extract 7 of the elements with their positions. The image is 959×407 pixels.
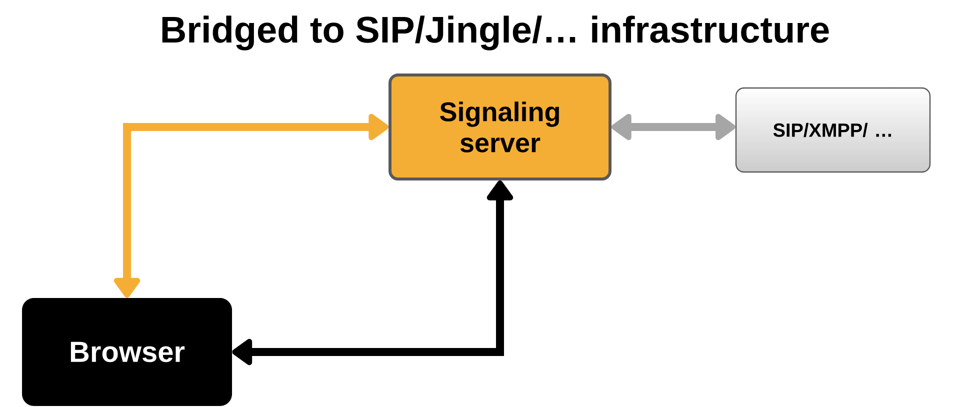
process-box: SIP/XMPP/ … — [735, 87, 931, 173]
browser-box: Browser — [22, 298, 232, 406]
arrow — [114, 114, 388, 298]
title: Bridged to SIP/Jingle/… infrastructure — [162, 16, 829, 50]
process-box: Signaling server — [388, 74, 612, 180]
arrow — [612, 114, 736, 140]
arrow — [232, 180, 514, 366]
